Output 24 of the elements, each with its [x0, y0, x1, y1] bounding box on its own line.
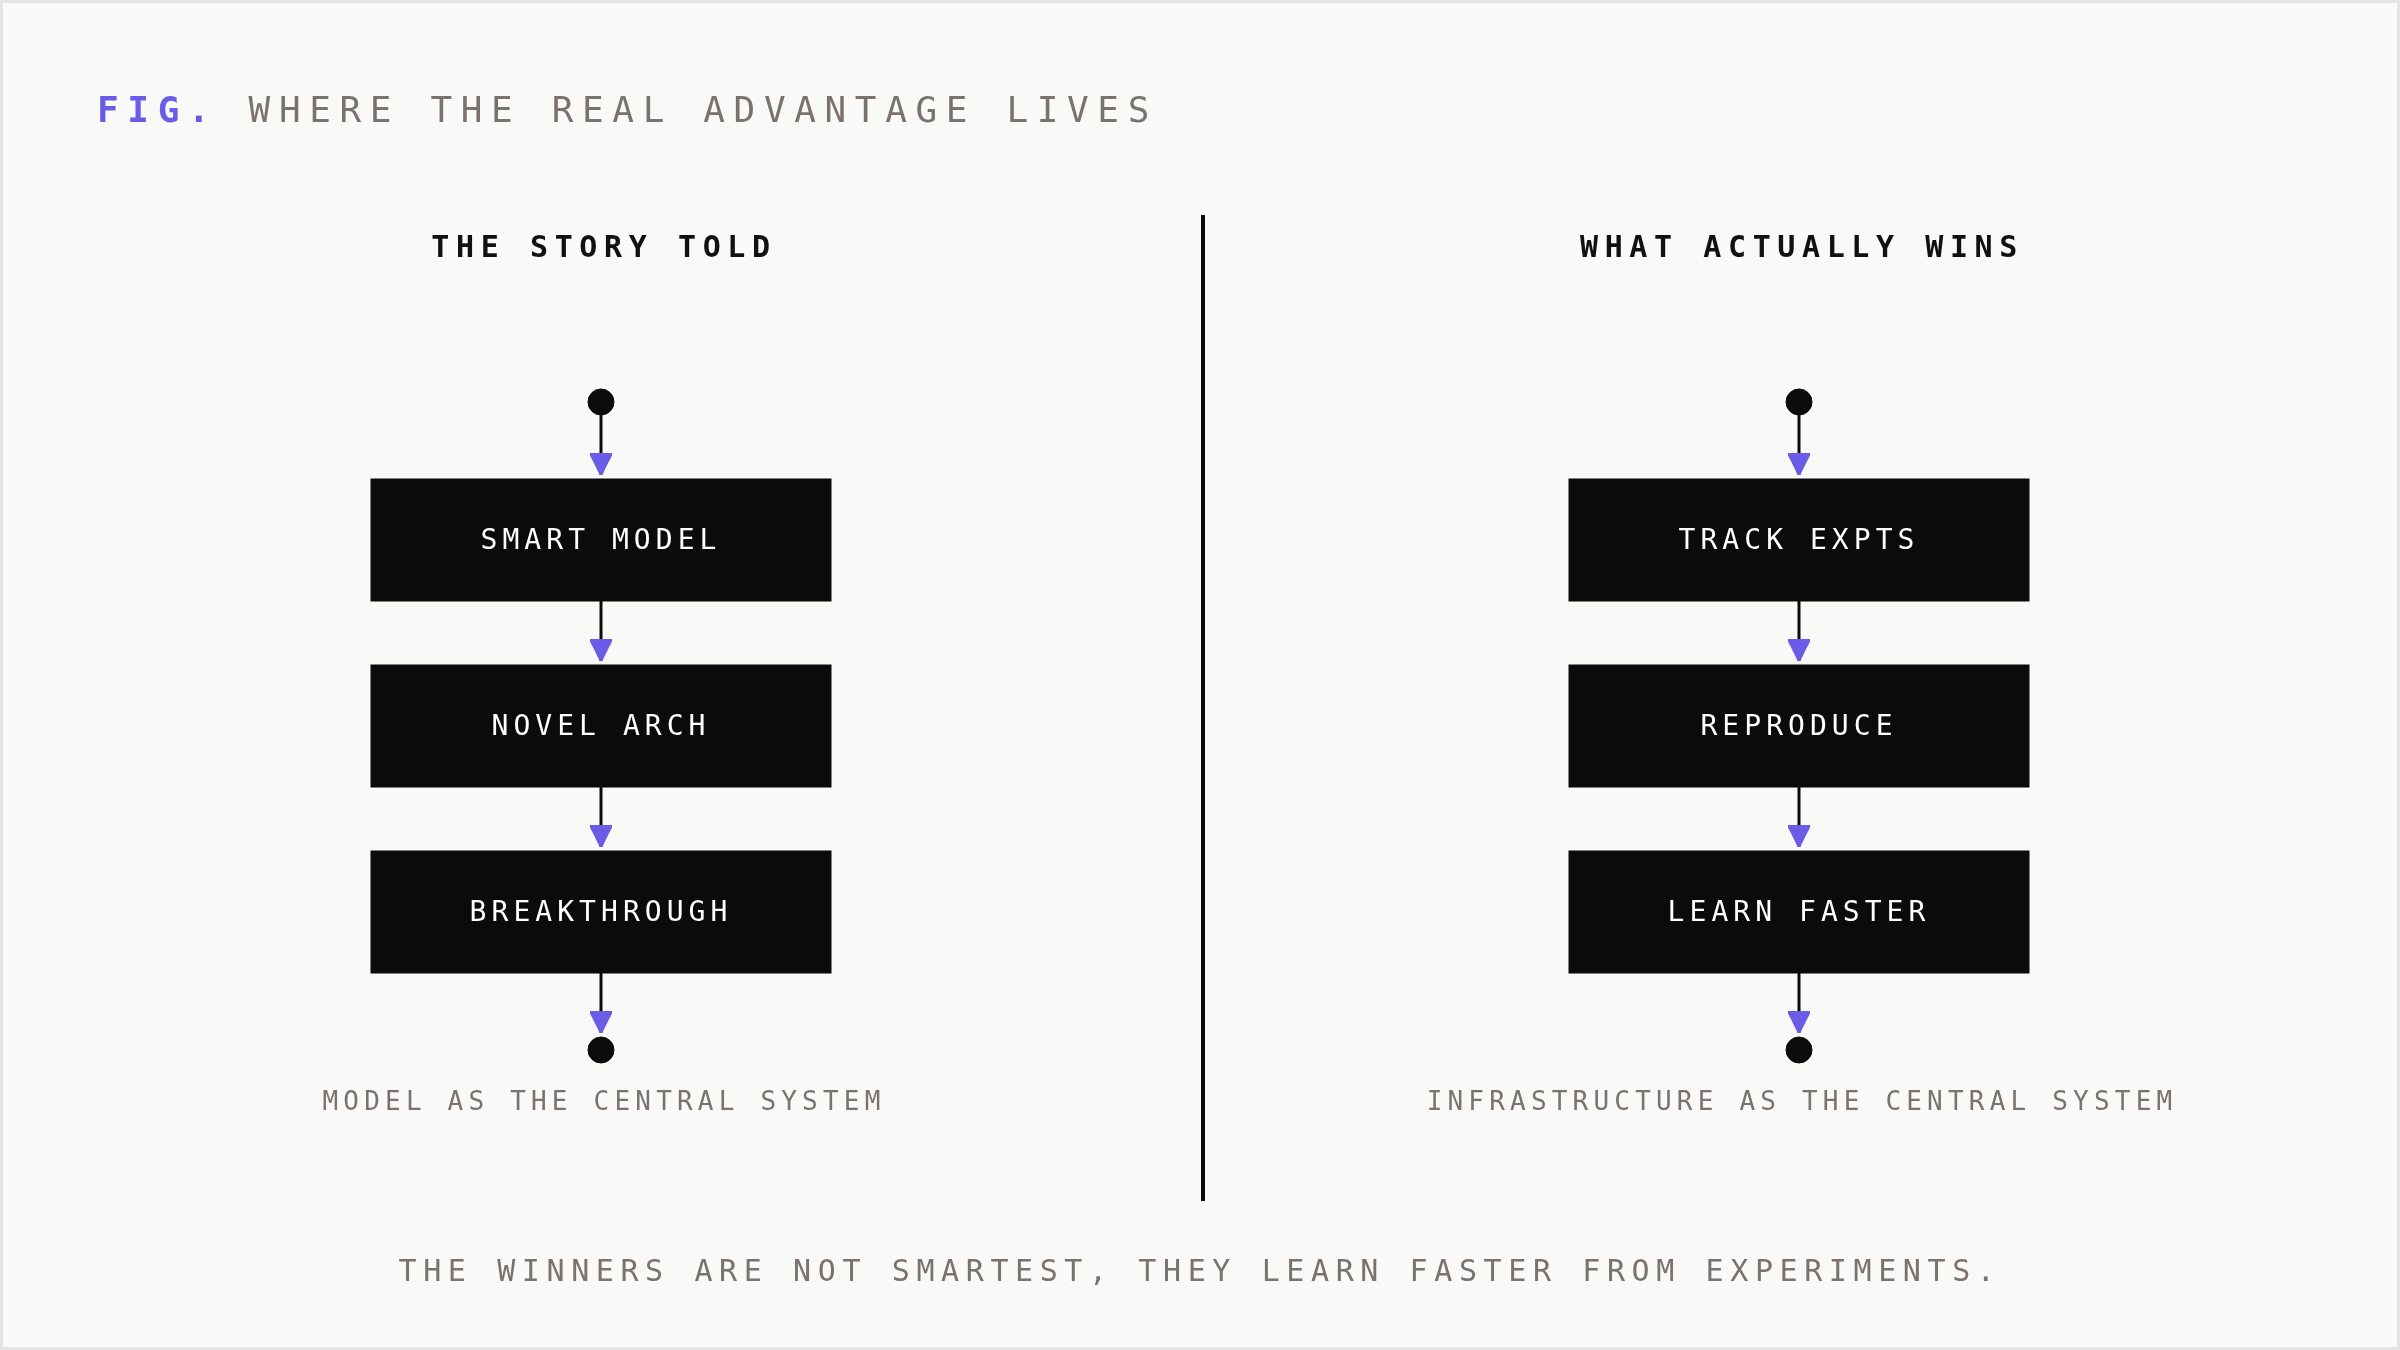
arrow	[1786, 415, 1812, 477]
column-heading: THE STORY TOLD	[431, 229, 777, 264]
node-circle	[1785, 388, 1813, 416]
arrow	[588, 973, 614, 1035]
column-caption: INFRASTRUCTURE AS THE CENTRAL SYSTEM	[1426, 1086, 2178, 1116]
column-caption: MODEL AS THE CENTRAL SYSTEM	[322, 1086, 886, 1116]
arrow	[1786, 787, 1812, 849]
node-circle	[587, 388, 615, 416]
arrow	[1786, 973, 1812, 1035]
node-box: REPRODUCE	[1568, 664, 2030, 788]
figure-caption: THE WINNERS ARE NOT SMARTEST, THEY LEARN FASTER FROM EXPERIMENTS.	[398, 1253, 2002, 1288]
node-box: SMART MODEL	[370, 478, 832, 602]
arrow	[1786, 601, 1812, 663]
node-box: NOVEL ARCH	[370, 664, 832, 788]
column-heading: WHAT ACTUALLY WINS	[1580, 229, 2024, 264]
node-box: LEARN FASTER	[1568, 850, 2030, 974]
figure-title: FIG. WHERE THE REAL ADVANTAGE LIVES	[97, 89, 1158, 130]
node-box: BREAKTHROUGH	[370, 850, 832, 974]
node-box: TRACK EXPTS	[1568, 478, 2030, 602]
node-circle	[1785, 1036, 1813, 1064]
arrow	[588, 601, 614, 663]
node-circle	[587, 1036, 615, 1064]
arrow	[588, 787, 614, 849]
arrow	[588, 415, 614, 477]
